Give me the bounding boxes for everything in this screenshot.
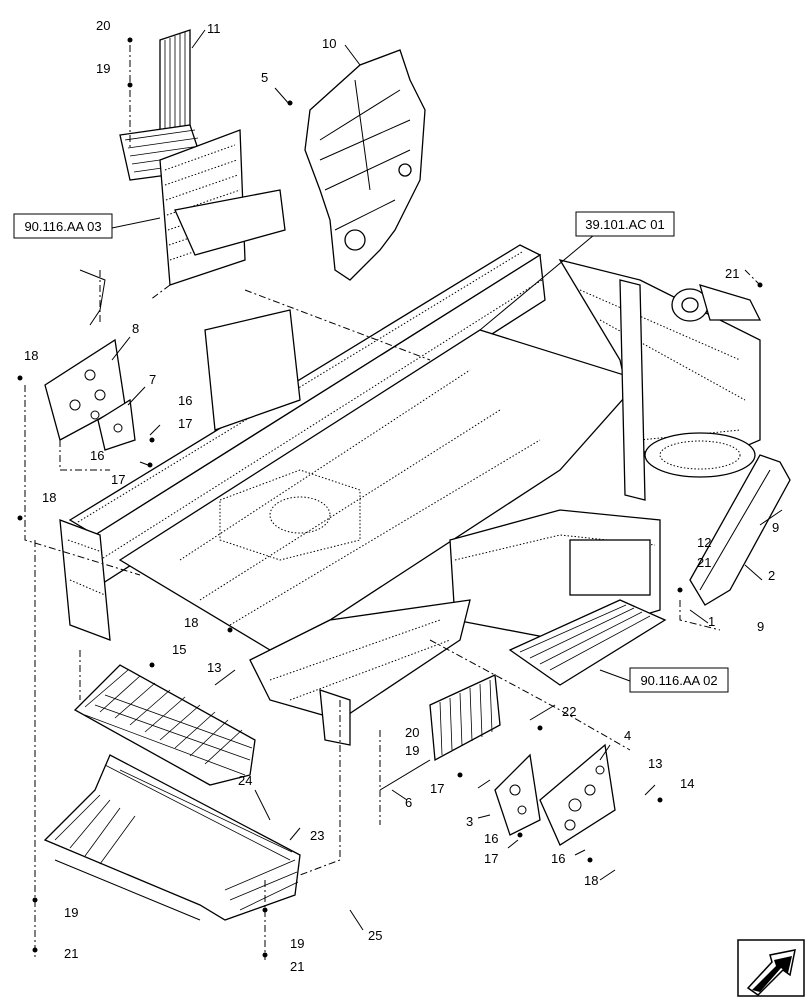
callout-17: 17 xyxy=(484,851,498,866)
callout-7: 7 xyxy=(149,372,156,387)
part-10-shield xyxy=(304,49,426,281)
part-23-basket xyxy=(43,754,301,921)
callout-9: 9 xyxy=(772,520,779,535)
callout-17: 17 xyxy=(430,781,444,796)
part-4-plate xyxy=(539,743,616,846)
callout-10: 10 xyxy=(322,36,336,51)
callout-16: 16 xyxy=(484,831,498,846)
callout-17: 17 xyxy=(111,472,125,487)
callout-15: 15 xyxy=(172,642,186,657)
part-24-tray xyxy=(73,664,256,786)
callout-12: 12 xyxy=(697,535,711,550)
callout-numbers: 20 11 19 10 5 8 18 7 16 17 16 17 18 21 1… xyxy=(24,18,779,974)
callout-18: 18 xyxy=(42,490,56,505)
callout-16: 16 xyxy=(90,448,104,463)
callout-18: 18 xyxy=(24,348,38,363)
callout-21: 21 xyxy=(697,555,711,570)
callout-18: 18 xyxy=(584,873,598,888)
callout-9: 9 xyxy=(757,619,764,634)
callout-6: 6 xyxy=(405,795,412,810)
callout-13: 13 xyxy=(648,756,662,771)
callout-19: 19 xyxy=(96,61,110,76)
callout-19: 19 xyxy=(405,743,419,758)
callout-18: 18 xyxy=(184,615,198,630)
callout-17: 17 xyxy=(178,416,192,431)
callout-14: 14 xyxy=(680,776,694,791)
ref-box-90116aa02[interactable]: 90.116.AA 02 xyxy=(629,667,729,693)
callout-20: 20 xyxy=(405,725,419,740)
callout-2: 2 xyxy=(768,568,775,583)
part-2-guard xyxy=(689,454,791,606)
fasteners xyxy=(17,37,763,958)
callout-11: 11 xyxy=(207,21,221,36)
navigation-arrow-icon[interactable] xyxy=(737,939,805,997)
ref-label: 90.116.AA 02 xyxy=(640,673,717,688)
callout-1: 1 xyxy=(708,614,715,629)
callout-21: 21 xyxy=(290,959,304,974)
callout-19: 19 xyxy=(64,905,78,920)
callout-24: 24 xyxy=(238,773,252,788)
leader-lines xyxy=(111,29,783,931)
callout-20: 20 xyxy=(96,18,110,33)
ref-label: 90.116.AA 03 xyxy=(24,219,101,234)
callout-5: 5 xyxy=(261,70,268,85)
ref-box-39101ac01[interactable]: 39.101.AC 01 xyxy=(575,211,675,237)
leader-dashes xyxy=(24,45,761,960)
callout-13: 13 xyxy=(207,660,221,675)
ref-box-90116aa03[interactable]: 90.116.AA 03 xyxy=(13,213,113,239)
main-frame-assembly xyxy=(59,244,762,746)
callout-16: 16 xyxy=(551,851,565,866)
callout-3: 3 xyxy=(466,814,473,829)
callout-4: 4 xyxy=(624,728,631,743)
screen-assembly xyxy=(79,129,286,326)
callout-23: 23 xyxy=(310,828,324,843)
callout-16: 16 xyxy=(178,393,192,408)
part-3-plate xyxy=(494,753,541,836)
callout-21: 21 xyxy=(725,266,739,281)
callout-19: 19 xyxy=(290,936,304,951)
callout-22: 22 xyxy=(562,704,576,719)
part-6-grate xyxy=(379,674,501,791)
callout-25: 25 xyxy=(368,928,382,943)
ref-label: 39.101.AC 01 xyxy=(585,217,665,232)
part-7-bracket xyxy=(97,398,136,451)
callout-8: 8 xyxy=(132,321,139,336)
callout-21: 21 xyxy=(64,946,78,961)
